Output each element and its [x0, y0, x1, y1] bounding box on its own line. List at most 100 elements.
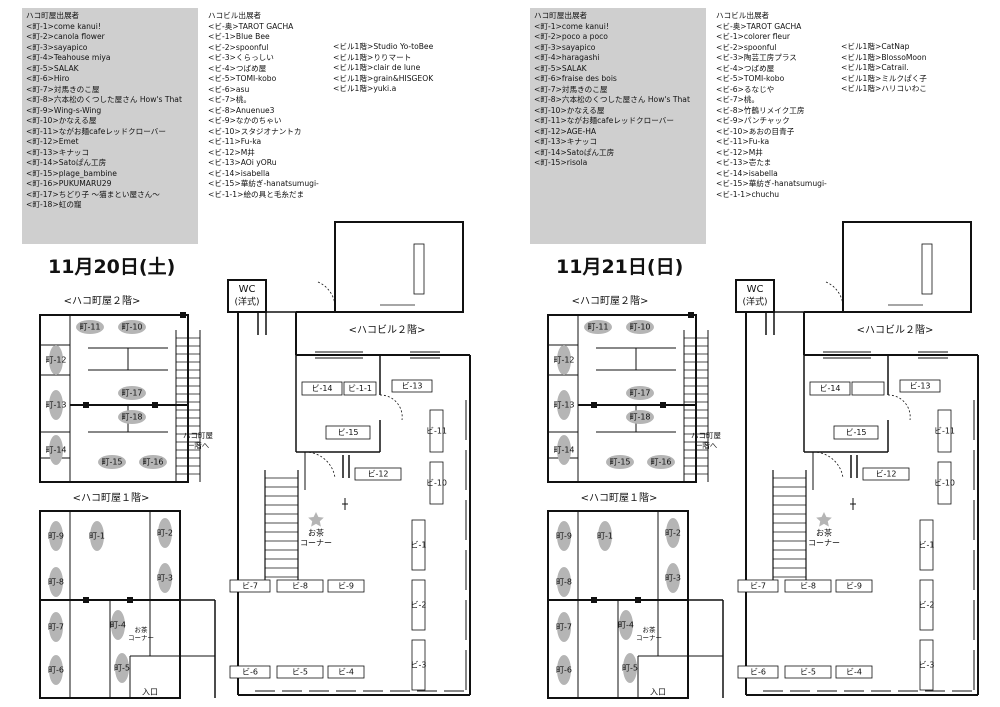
machi-exhibitor-item: <町-18>虹の寵 [26, 200, 82, 209]
door-arc [887, 394, 911, 421]
machi-booth-label: 町-4 [618, 621, 634, 630]
machi-list-header: ハコ町屋出展者 [26, 11, 80, 20]
door-arc [379, 394, 403, 421]
biru-exhibitor-item: <ビ-9>なかのちゃい [208, 116, 282, 125]
biru-booth-table [354, 467, 402, 481]
biru-exhibitor-item: <ビ-6>asu [208, 84, 250, 94]
machi-booth-marker [557, 612, 571, 642]
tea-corner-label: お茶 [135, 625, 149, 634]
machi-booth-label: 町-1 [89, 532, 105, 541]
door-arc [825, 281, 844, 311]
biru-exhibitor-item: <ビ-3>陶芸工房プラス [716, 53, 797, 62]
biru-booth-label: ビ-1 [919, 541, 935, 550]
machi-exhibitor-item: <町-4>Teahouse miya [26, 53, 111, 62]
stairs-note: 一階へ [187, 440, 210, 450]
biru-booth-table [276, 579, 324, 593]
biru-booth-label: ビ-11 [934, 427, 955, 436]
biru-booth-table [411, 519, 426, 571]
machi-booth-marker [557, 521, 571, 551]
machi-booth-marker [626, 386, 654, 400]
day-title: 11月21日(日) [556, 256, 684, 278]
biru-booth-table [919, 519, 934, 571]
machi-booth-marker [626, 320, 654, 334]
biru-booth-table [937, 409, 952, 453]
machi-booth-marker [606, 455, 634, 469]
biru-booth-table [851, 381, 885, 396]
biru-booth-table [835, 579, 873, 593]
wc-label: WC [747, 284, 764, 295]
pillar [591, 597, 597, 603]
machi-exhibitor-item: <町-11>ながお麺cafeレッドクローバー [26, 126, 166, 136]
biru-booth-table [737, 579, 779, 593]
biru-booth-label: ビ-12 [875, 470, 896, 479]
biru-booth-table [429, 409, 444, 453]
biru-booth-table [343, 381, 377, 396]
biru-booth-label: ビ-6 [750, 668, 766, 677]
biru-booth-table [833, 425, 879, 440]
biru-1f-exhibitor-item: <ビル1階>yuki.a [333, 84, 397, 93]
machi-booth-marker [111, 610, 125, 640]
machi-booth-marker [557, 435, 571, 465]
machi-booth-marker [158, 518, 172, 548]
machi-booth-label: 町-9 [556, 532, 572, 541]
machi-booth-label: 町-2 [157, 529, 173, 538]
entrance-label: 入口 [142, 688, 158, 697]
biru-1f-exhibitor-item: <ビル1階>Catrail. [841, 63, 909, 72]
biru-exhibitor-item: <ビ-3>くらっしい [208, 53, 274, 62]
biru-exhibitor-item: <ビ-7>桃。 [716, 95, 760, 104]
biru-1f-exhibitor-item: <ビル1階>clair de lune [333, 63, 421, 72]
oku-room [334, 221, 464, 313]
machi-booth-marker [49, 521, 63, 551]
biru-1f-exhibitor-item: <ビル1階>りりマート [333, 52, 412, 62]
biru-1f-exhibitor-item: <ビル1階>ハリコいわこ [841, 84, 927, 93]
tea-corner-label: コーナー [808, 539, 840, 548]
biru-exhibitor-item: <ビ-奥>TAROT GACHA [716, 21, 802, 31]
machi-booth-label: 町-12 [45, 356, 66, 365]
machi-exhibitor-item: <町-12>Emet [26, 137, 79, 146]
machi-booth-label: 町-18 [629, 413, 650, 422]
biru-exhibitor-item: <ビ-奥>TAROT GACHA [208, 21, 294, 31]
biru-booth-table [327, 665, 365, 679]
machi-booth-label: 町-5 [114, 664, 130, 673]
machi-1f-title: <ハコ町屋１階> [73, 492, 150, 504]
machi-2f-outline [39, 314, 189, 483]
machi-booth-marker [115, 653, 129, 683]
biru-booth-label: ビ-10 [934, 479, 955, 488]
machi-booth-label: 町-8 [556, 578, 572, 587]
machi-list-items: <町-1>come kanui!<町-2>canola flower<町-3>s… [26, 22, 198, 211]
machi-booth-marker [49, 435, 63, 465]
machi-booth-label: 町-10 [121, 323, 142, 332]
biru-exhibitor-item: <ビ-1-1>chuchu [716, 189, 780, 199]
machi-booth-marker [49, 612, 63, 642]
pillar [591, 402, 597, 408]
machi-exhibitor-item: <町-6>Hiro [26, 74, 70, 83]
machi-exhibitor-item: <町-5>SALAK [26, 63, 79, 73]
biru-booth-label: ビ-5 [800, 668, 816, 677]
biru-booth-label: ビ-12 [367, 470, 388, 479]
biru-exhibitor-list: ハコビル出展者 <ビ-奥>TAROT GACHA<ビ-1>Blue Bee<ビ-… [208, 11, 319, 200]
biru-exhibitor-item: <ビ-7>桃。 [208, 95, 252, 104]
biru-booth-table [784, 579, 832, 593]
biru-exhibitor-item: <ビ-4>つばめ屋 [716, 63, 775, 73]
biru-booth-table [229, 665, 271, 679]
machi-booth-label: 町-1 [597, 532, 613, 541]
biru-booth-label: ビ-9 [338, 582, 354, 591]
biru-booth-table [784, 665, 832, 679]
biru-booth-table [919, 639, 934, 691]
biru-booth-table [325, 425, 371, 440]
stairs-note: ハコ町屋 [183, 431, 213, 440]
machi-list-header: ハコ町屋出展者 [534, 11, 588, 20]
machi-exhibitor-item: <町-8>六本松のくつした屋さん How's That [534, 95, 690, 104]
machi-booth-marker [139, 455, 167, 469]
machi-list-items: <町-1>come kanui!<町-2>poco a poco<町-3>say… [534, 22, 706, 169]
biru-booth-label: ビ-8 [800, 582, 816, 591]
pillar [83, 597, 89, 603]
machi-booth-label: 町-18 [121, 413, 142, 422]
oku-table [413, 243, 425, 295]
biru-exhibitor-item: <ビ-8>竹鶴リメイク工房 [716, 105, 805, 115]
biru-booth-label: ビ-3 [411, 661, 427, 670]
biru-booth-label: ビ-6 [242, 668, 258, 677]
machi-exhibitor-item: <町-9>Wing-s-Wing [26, 105, 102, 115]
machi-1f-title: <ハコ町屋１階> [581, 492, 658, 504]
biru-exhibitor-item: <ビ-2>spoonful [716, 42, 777, 52]
